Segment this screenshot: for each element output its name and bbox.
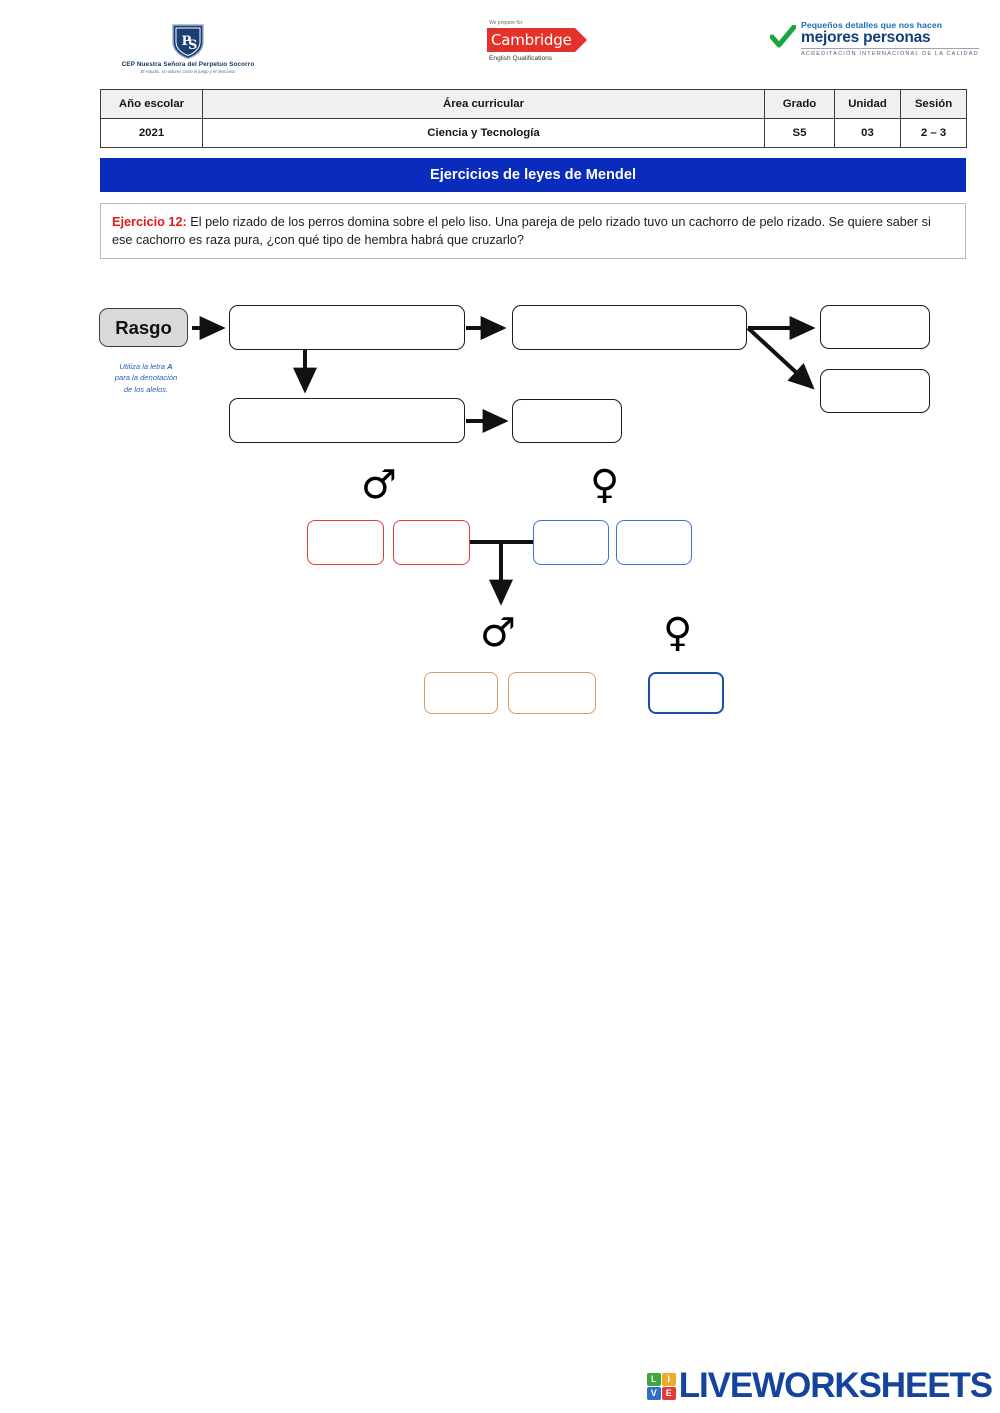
flow-box-4[interactable] bbox=[820, 369, 930, 413]
cambridge-pretext: We prepare for bbox=[489, 20, 523, 26]
header-anio-escolar: Año escolar bbox=[100, 89, 203, 119]
flow-box-2[interactable] bbox=[512, 305, 747, 350]
accreditation-line1: Pequeños detalles que nos hacen bbox=[801, 20, 943, 30]
mother-allele-1[interactable] bbox=[533, 520, 609, 565]
liveworksheets-tiles-icon: L I V E bbox=[646, 1372, 676, 1400]
header-grado: Grado bbox=[764, 89, 835, 119]
rasgo-label-text: Rasgo bbox=[115, 316, 172, 338]
mendel-diagram: Rasgo Utiliza la letra A para la denotac… bbox=[0, 280, 1000, 740]
offspring-allele-2[interactable] bbox=[508, 672, 596, 714]
exercise-number-label: Ejercicio 12: bbox=[112, 215, 187, 229]
male-symbol-parent: ♂ bbox=[361, 462, 397, 508]
value-unidad: 03 bbox=[834, 118, 901, 148]
female-symbol-parent: ♀ bbox=[590, 462, 620, 508]
value-anio-escolar: 2021 bbox=[100, 118, 203, 148]
value-grado: S5 bbox=[764, 118, 835, 148]
tile-e: E bbox=[661, 1386, 676, 1400]
accreditation-logo: Pequeños detalles que nos hacen mejores … bbox=[769, 20, 979, 57]
hint-line-2: para la denotación bbox=[114, 373, 178, 383]
offspring-female-allele[interactable] bbox=[648, 672, 724, 714]
svg-text:P: P bbox=[182, 34, 192, 49]
cambridge-arrow-icon bbox=[575, 28, 587, 52]
accreditation-divider bbox=[801, 48, 979, 50]
table-header-row: Año escolar Área curricular Grado Unidad… bbox=[100, 89, 967, 119]
worksheet-title-bar: Ejercicios de leyes de Mendel bbox=[100, 158, 966, 192]
flow-box-3[interactable] bbox=[820, 305, 930, 349]
flow-box-1[interactable] bbox=[229, 305, 465, 350]
hint-allele-letter: A bbox=[167, 362, 173, 371]
allele-hint-text: Utiliza la letra A para la denotación de… bbox=[96, 361, 196, 395]
school-motto: El estudio, sin valores como el juego y … bbox=[140, 69, 236, 74]
school-name: CEP Nuestra Señora del Perpetuo Socorro bbox=[121, 61, 255, 68]
father-allele-1[interactable] bbox=[307, 520, 384, 565]
rasgo-label-box: Rasgo bbox=[99, 308, 188, 347]
tile-l: L bbox=[646, 1372, 661, 1386]
footer: L I V E LIVEWORKSHEETS bbox=[0, 1362, 1000, 1412]
shield-icon: P S bbox=[108, 22, 268, 60]
accreditation-line3: ACREDITACIÓN INTERNACIONAL DE LA CALIDAD bbox=[801, 51, 979, 58]
liveworksheets-logo: L I V E LIVEWORKSHEETS bbox=[646, 1366, 993, 1406]
exercise-question-text: El pelo rizado de los perros domina sobr… bbox=[112, 215, 931, 248]
flow-box-6[interactable] bbox=[512, 399, 622, 443]
page-title: Ejercicios de leyes de Mendel bbox=[429, 167, 637, 183]
hint-line-1: Utiliza la letra bbox=[119, 362, 168, 371]
hint-line-3: de los alelos. bbox=[123, 384, 169, 394]
female-symbol-offspring: ♀ bbox=[663, 610, 693, 656]
cambridge-brand-band: Cambridge bbox=[487, 28, 587, 52]
svg-text:S: S bbox=[188, 38, 197, 53]
value-sesion: 2 – 3 bbox=[900, 118, 967, 148]
header-unidad: Unidad bbox=[834, 89, 901, 119]
flow-box-5[interactable] bbox=[229, 398, 465, 443]
cambridge-logo: We prepare for Cambridge English Qualifi… bbox=[487, 20, 597, 62]
exercise-prompt-box: Ejercicio 12: El pelo rizado de los perr… bbox=[100, 203, 966, 260]
liveworksheets-wordmark: LIVEWORKSHEETS bbox=[678, 1366, 993, 1405]
school-logo: P S CEP Nuestra Señora del Perpetuo Soco… bbox=[108, 22, 268, 74]
cambridge-brand-text: Cambridge bbox=[491, 31, 572, 49]
male-symbol-offspring: ♂ bbox=[480, 610, 516, 656]
diagram-connectors bbox=[192, 316, 816, 606]
tile-v: V bbox=[646, 1386, 661, 1400]
cambridge-subtext: English Qualifications bbox=[489, 55, 553, 62]
worksheet-info-table: Año escolar Área curricular Grado Unidad… bbox=[100, 89, 967, 148]
value-area-curricular: Ciencia y Tecnología bbox=[202, 118, 765, 148]
tile-i: I bbox=[661, 1372, 676, 1386]
mother-allele-2[interactable] bbox=[616, 520, 692, 565]
offspring-allele-1[interactable] bbox=[424, 672, 498, 714]
father-allele-2[interactable] bbox=[393, 520, 470, 565]
logo-header: P S CEP Nuestra Señora del Perpetuo Soco… bbox=[0, 18, 1000, 86]
checkmark-icon bbox=[769, 24, 797, 54]
table-value-row: 2021 Ciencia y Tecnología S5 03 2 – 3 bbox=[100, 118, 967, 148]
header-area-curricular: Área curricular bbox=[202, 89, 765, 119]
header-sesion: Sesión bbox=[900, 89, 967, 119]
accreditation-line2: mejores personas bbox=[801, 29, 931, 46]
